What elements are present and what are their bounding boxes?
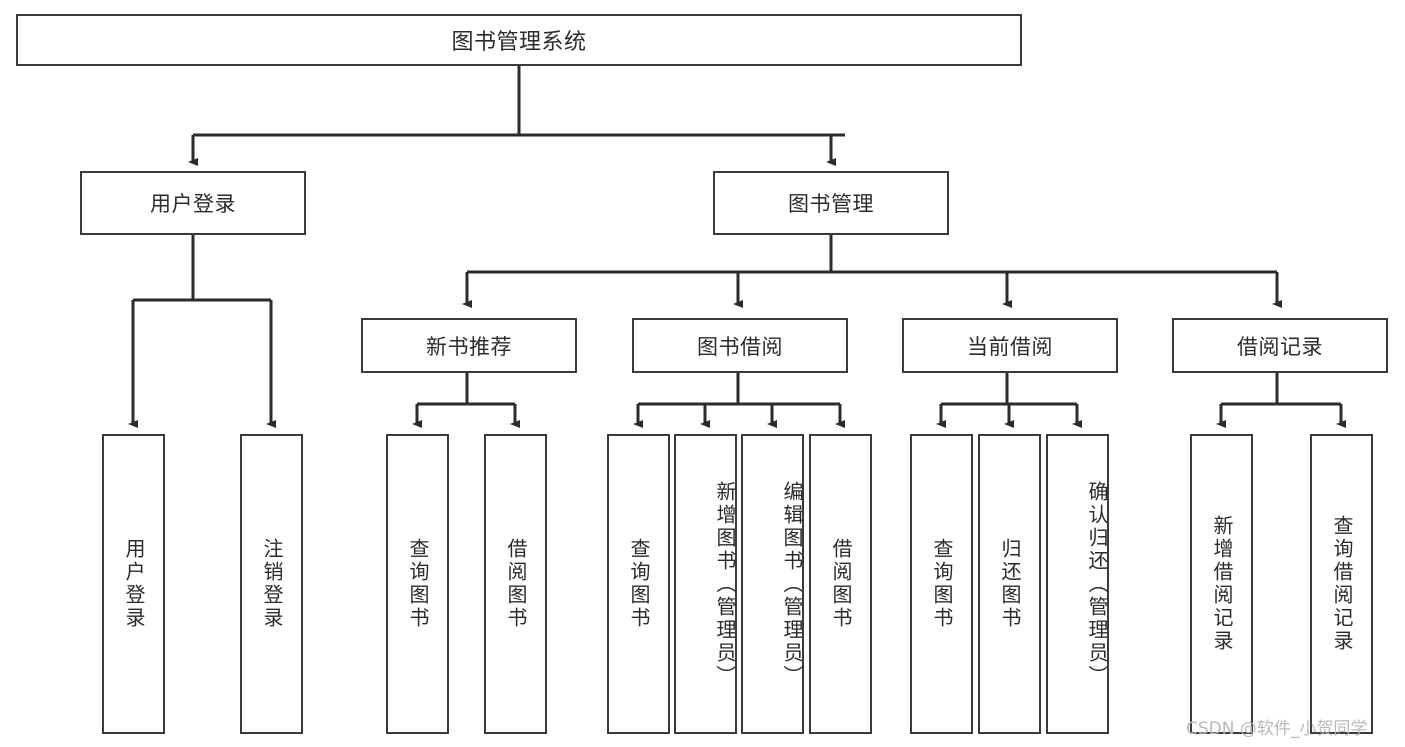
leaf-current-borrow-confirm-return-admin[interactable]: 确认归还（管理员） <box>1046 434 1109 734</box>
leaf-user-login-login[interactable]: 用户登录 <box>102 434 165 734</box>
node-borrow-record[interactable]: 借阅记录 <box>1172 318 1388 373</box>
leaf-borrow-record-add-record[interactable]: 新增借阅记录 <box>1190 434 1253 734</box>
leaf-current-borrow-return-book[interactable]: 归还图书 <box>978 434 1041 734</box>
node-user-login[interactable]: 用户登录 <box>80 171 306 235</box>
leaf-new-book-borrow-book[interactable]: 借阅图书 <box>484 434 547 734</box>
leaf-borrow-record-query-record[interactable]: 查询借阅记录 <box>1310 434 1373 734</box>
node-new-book-recommend[interactable]: 新书推荐 <box>361 318 577 373</box>
leaf-book-borrow-borrow-book[interactable]: 借阅图书 <box>809 434 872 734</box>
leaf-book-borrow-edit-book-admin[interactable]: 编辑图书（管理员） <box>741 434 804 734</box>
leaf-current-borrow-query-book[interactable]: 查询图书 <box>910 434 973 734</box>
leaf-new-book-query-book[interactable]: 查询图书 <box>386 434 449 734</box>
leaf-book-borrow-query-book[interactable]: 查询图书 <box>607 434 670 734</box>
node-book-management[interactable]: 图书管理 <box>713 171 949 235</box>
node-book-borrow[interactable]: 图书借阅 <box>632 318 848 373</box>
node-root-system[interactable]: 图书管理系统 <box>16 14 1022 66</box>
leaf-book-borrow-add-book-admin[interactable]: 新增图书（管理员） <box>674 434 737 734</box>
leaf-user-login-logout[interactable]: 注销登录 <box>240 434 303 734</box>
csdn-watermark: CSDN @软件_小贺同学 <box>1186 719 1368 739</box>
node-current-borrow[interactable]: 当前借阅 <box>902 318 1118 373</box>
